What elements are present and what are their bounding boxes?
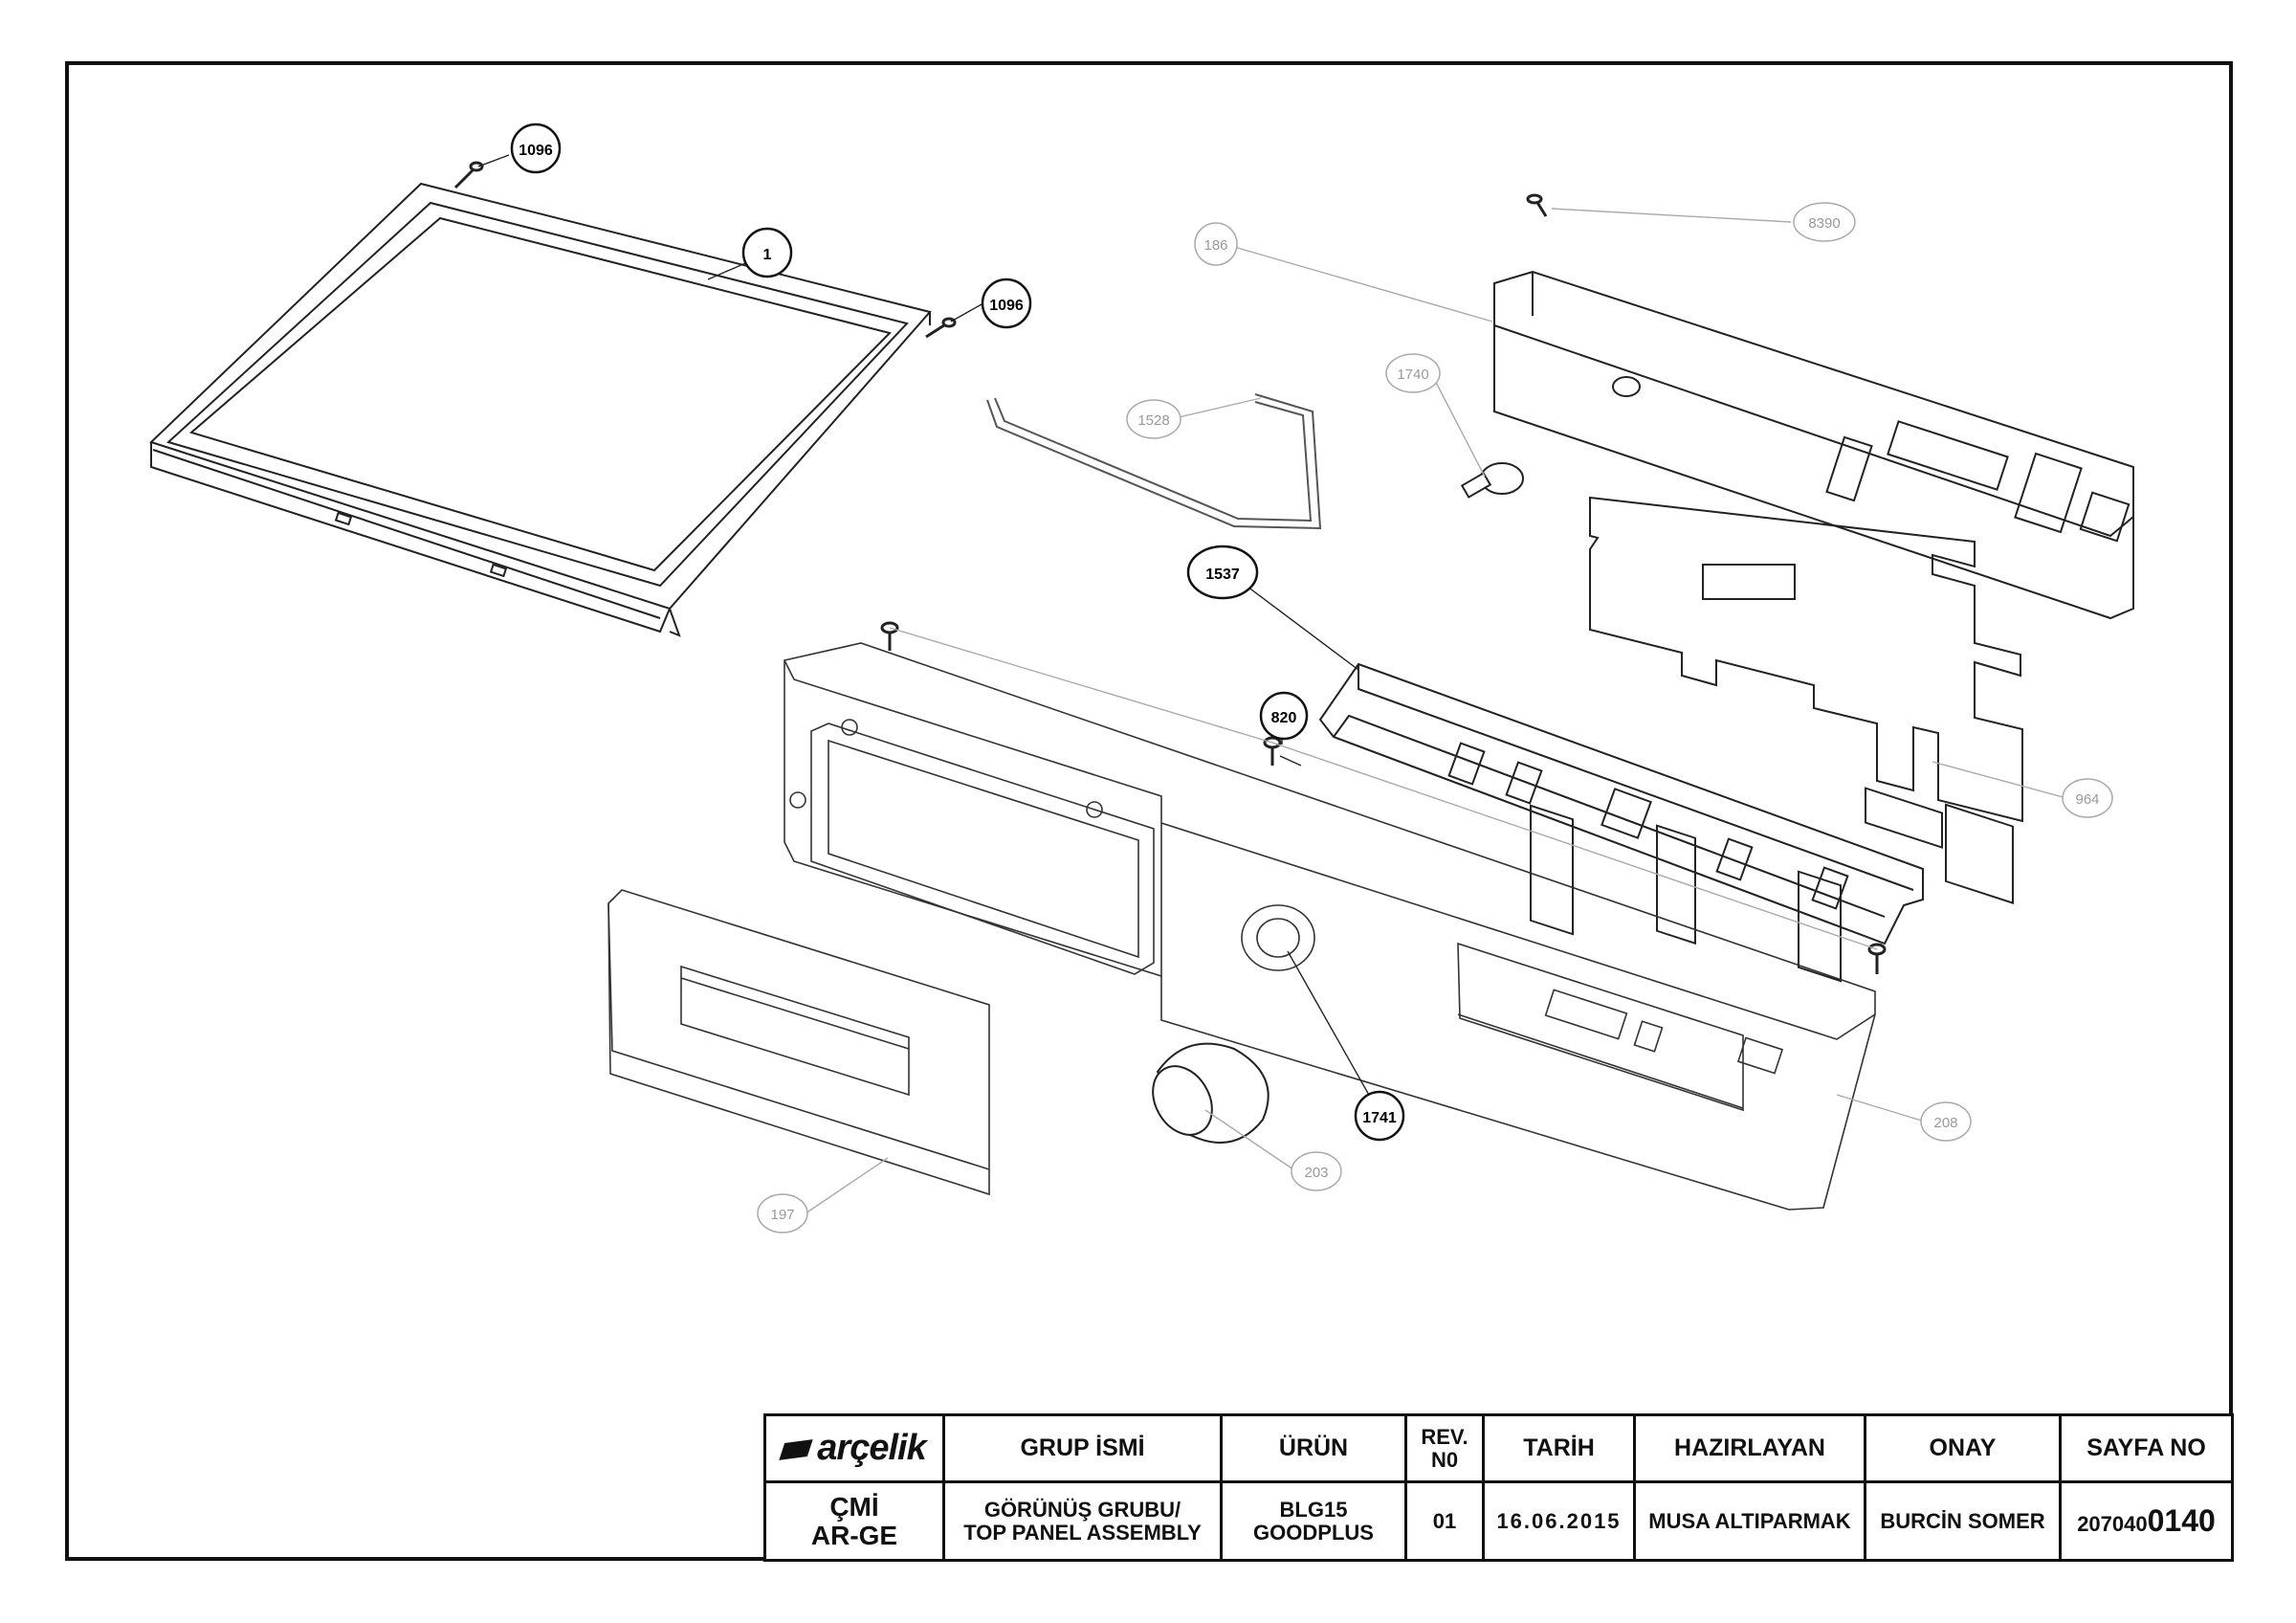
department-line-2: AR-GE bbox=[810, 1520, 898, 1550]
prepared-by-value: MUSA ALTIPARMAK bbox=[1633, 1480, 1866, 1562]
screw-8390 bbox=[1526, 193, 1548, 217]
header-date: TARİH bbox=[1482, 1413, 1636, 1483]
group-name-line-2: TOP PANEL ASSEMBLY bbox=[963, 1520, 1202, 1545]
callout-1096-right: 1096 bbox=[981, 278, 1032, 329]
svg-text:820: 820 bbox=[1271, 710, 1297, 726]
callout-203: 203 bbox=[1291, 1151, 1342, 1191]
svg-text:208: 208 bbox=[1933, 1115, 1957, 1131]
callout-1528: 1528 bbox=[1126, 399, 1181, 439]
callout-186: 186 bbox=[1194, 222, 1238, 266]
group-name-line-1: GÖRÜNÜŞ GRUBU/ bbox=[983, 1498, 1181, 1523]
page-no-suffix: 0140 bbox=[2147, 1502, 2216, 1538]
drawing-frame bbox=[65, 61, 2233, 1561]
control-pcb-part bbox=[1493, 270, 2134, 983]
page-no-value: 2070400140 bbox=[2059, 1480, 2234, 1562]
callout-1740: 1740 bbox=[1385, 353, 1441, 393]
group-name-value: GÖRÜNÜŞ GRUBU/ TOP PANEL ASSEMBLY bbox=[942, 1480, 1223, 1562]
header-group-name: GRUP İSMİ bbox=[942, 1413, 1223, 1483]
svg-text:1: 1 bbox=[763, 247, 772, 263]
brand-logo: arçelik bbox=[763, 1413, 945, 1483]
header-rev: REV. N0 bbox=[1404, 1413, 1485, 1483]
header-prepared-by: HAZIRLAYAN bbox=[1633, 1413, 1866, 1483]
brand-mark-icon bbox=[779, 1438, 813, 1460]
svg-text:186: 186 bbox=[1203, 237, 1227, 254]
callout-1537: 1537 bbox=[1186, 545, 1259, 600]
header-product: ÜRÜN bbox=[1220, 1413, 1407, 1483]
detergent-drawer-part-197 bbox=[607, 889, 990, 1196]
header-approved: ONAY bbox=[1864, 1413, 2062, 1483]
callout-1741: 1741 bbox=[1354, 1090, 1405, 1142]
svg-text:1537: 1537 bbox=[1205, 567, 1240, 583]
page-no-prefix: 207040 bbox=[2077, 1511, 2148, 1536]
rev-value: 01 bbox=[1404, 1480, 1485, 1562]
svg-text:1528: 1528 bbox=[1137, 412, 1169, 429]
svg-text:1096: 1096 bbox=[989, 298, 1024, 314]
callouts-light: 186 8390 1740 1528 964 208 203 197 bbox=[757, 202, 2113, 1234]
svg-text:197: 197 bbox=[770, 1207, 794, 1223]
callout-8390: 8390 bbox=[1793, 202, 1856, 242]
date-value: 16.06.2015 bbox=[1482, 1480, 1636, 1562]
bracket-part-1537 bbox=[1318, 662, 1924, 945]
knob-part-203 bbox=[1152, 1042, 1269, 1144]
approved-value: BURCİN SOMER bbox=[1864, 1480, 2062, 1562]
top-lid-part bbox=[149, 182, 932, 637]
callout-820: 820 bbox=[1259, 691, 1309, 741]
callouts-bold: 1096 1 1096 1537 820 1741 bbox=[510, 122, 1405, 1142]
svg-text:1741: 1741 bbox=[1362, 1110, 1397, 1126]
callout-197: 197 bbox=[757, 1193, 808, 1234]
insulation-sheet-part-964 bbox=[1589, 496, 2023, 823]
front-panel-part-208 bbox=[784, 642, 1876, 1211]
screw-820-left bbox=[880, 621, 899, 651]
callout-964: 964 bbox=[2062, 778, 2113, 818]
callout-1: 1 bbox=[741, 227, 793, 278]
callout-208: 208 bbox=[1920, 1101, 1972, 1142]
svg-text:203: 203 bbox=[1304, 1165, 1328, 1181]
header-page-no: SAYFA NO bbox=[2059, 1413, 2234, 1483]
hose-part-1528 bbox=[986, 393, 1322, 530]
screw-1096-left bbox=[453, 161, 484, 189]
department-line-1: ÇMİ bbox=[829, 1492, 879, 1523]
department-cell: ÇMİ AR-GE bbox=[763, 1480, 945, 1562]
knob-adapter-part-1740 bbox=[1460, 462, 1524, 499]
svg-text:1740: 1740 bbox=[1397, 367, 1428, 383]
svg-text:8390: 8390 bbox=[1808, 215, 1840, 232]
svg-text:1096: 1096 bbox=[519, 143, 553, 159]
product-value: BLG15 GOODPLUS bbox=[1220, 1480, 1407, 1562]
leader-lines bbox=[477, 154, 2067, 1214]
svg-text:964: 964 bbox=[2075, 791, 2099, 808]
callout-1096-left: 1096 bbox=[510, 122, 562, 174]
title-block: arçelik GRUP İSMİ ÜRÜN REV. N0 TARİH HAZ… bbox=[763, 1413, 2234, 1562]
